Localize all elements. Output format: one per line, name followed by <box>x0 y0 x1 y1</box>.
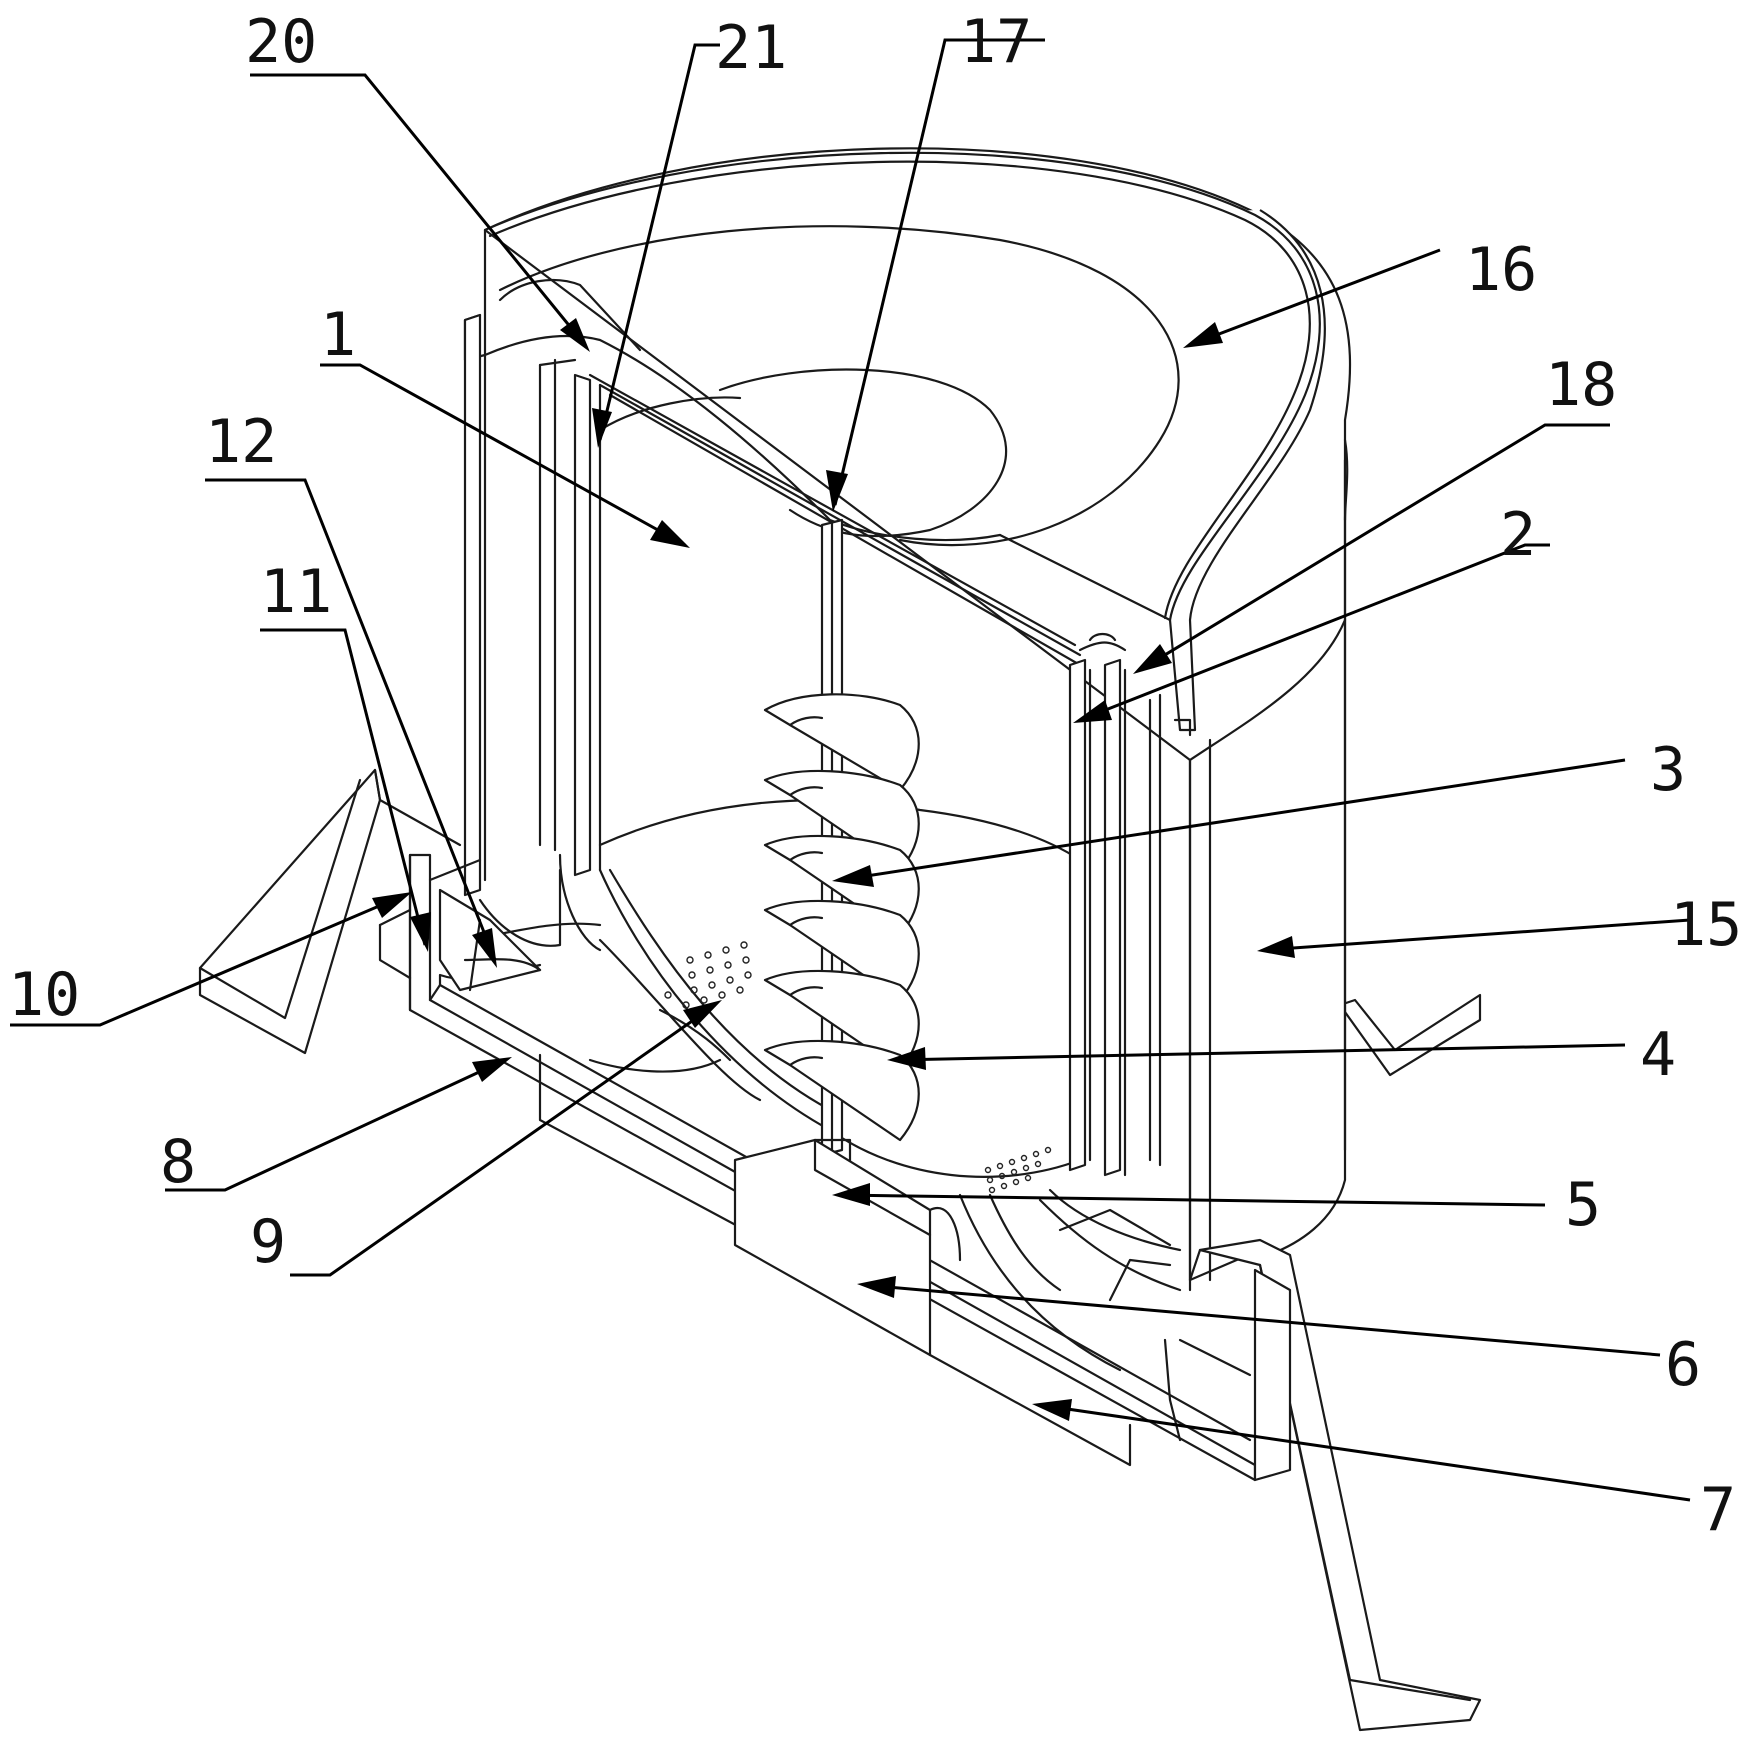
label-20: 20 <box>245 7 317 77</box>
leader-8 <box>165 1060 505 1190</box>
label-5: 5 <box>1565 1170 1601 1240</box>
left-support-leg <box>200 770 460 1053</box>
arrow-1 <box>650 520 690 548</box>
label-18: 18 <box>1545 350 1617 420</box>
label-4: 4 <box>1640 1020 1676 1090</box>
arrow-7 <box>1032 1399 1072 1421</box>
label-21: 21 <box>715 13 787 83</box>
arrow-21 <box>592 408 612 448</box>
label-6: 6 <box>1665 1330 1701 1400</box>
label-8: 8 <box>160 1127 196 1197</box>
left-wall <box>465 315 600 895</box>
label-17: 17 <box>960 7 1032 77</box>
arrow-11 <box>410 912 431 952</box>
label-16: 16 <box>1465 235 1537 305</box>
leader-7 <box>1040 1405 1690 1500</box>
label-1: 1 <box>320 300 356 370</box>
label-3: 3 <box>1650 735 1686 805</box>
leader-9 <box>290 1005 715 1275</box>
label-2: 2 <box>1500 500 1536 570</box>
outer-shell-15 <box>485 148 1350 1290</box>
label-7: 7 <box>1700 1475 1736 1545</box>
label-15: 15 <box>1670 890 1742 960</box>
right-support-leg-rear <box>1340 995 1480 1075</box>
right-support-leg-front <box>1165 1240 1480 1730</box>
label-9: 9 <box>250 1207 286 1277</box>
arrow-10 <box>372 892 412 918</box>
arrow-8 <box>472 1057 512 1082</box>
label-10: 10 <box>8 960 80 1030</box>
label-11: 11 <box>260 557 332 627</box>
label-12: 12 <box>205 407 277 477</box>
leader-1 <box>320 365 685 545</box>
